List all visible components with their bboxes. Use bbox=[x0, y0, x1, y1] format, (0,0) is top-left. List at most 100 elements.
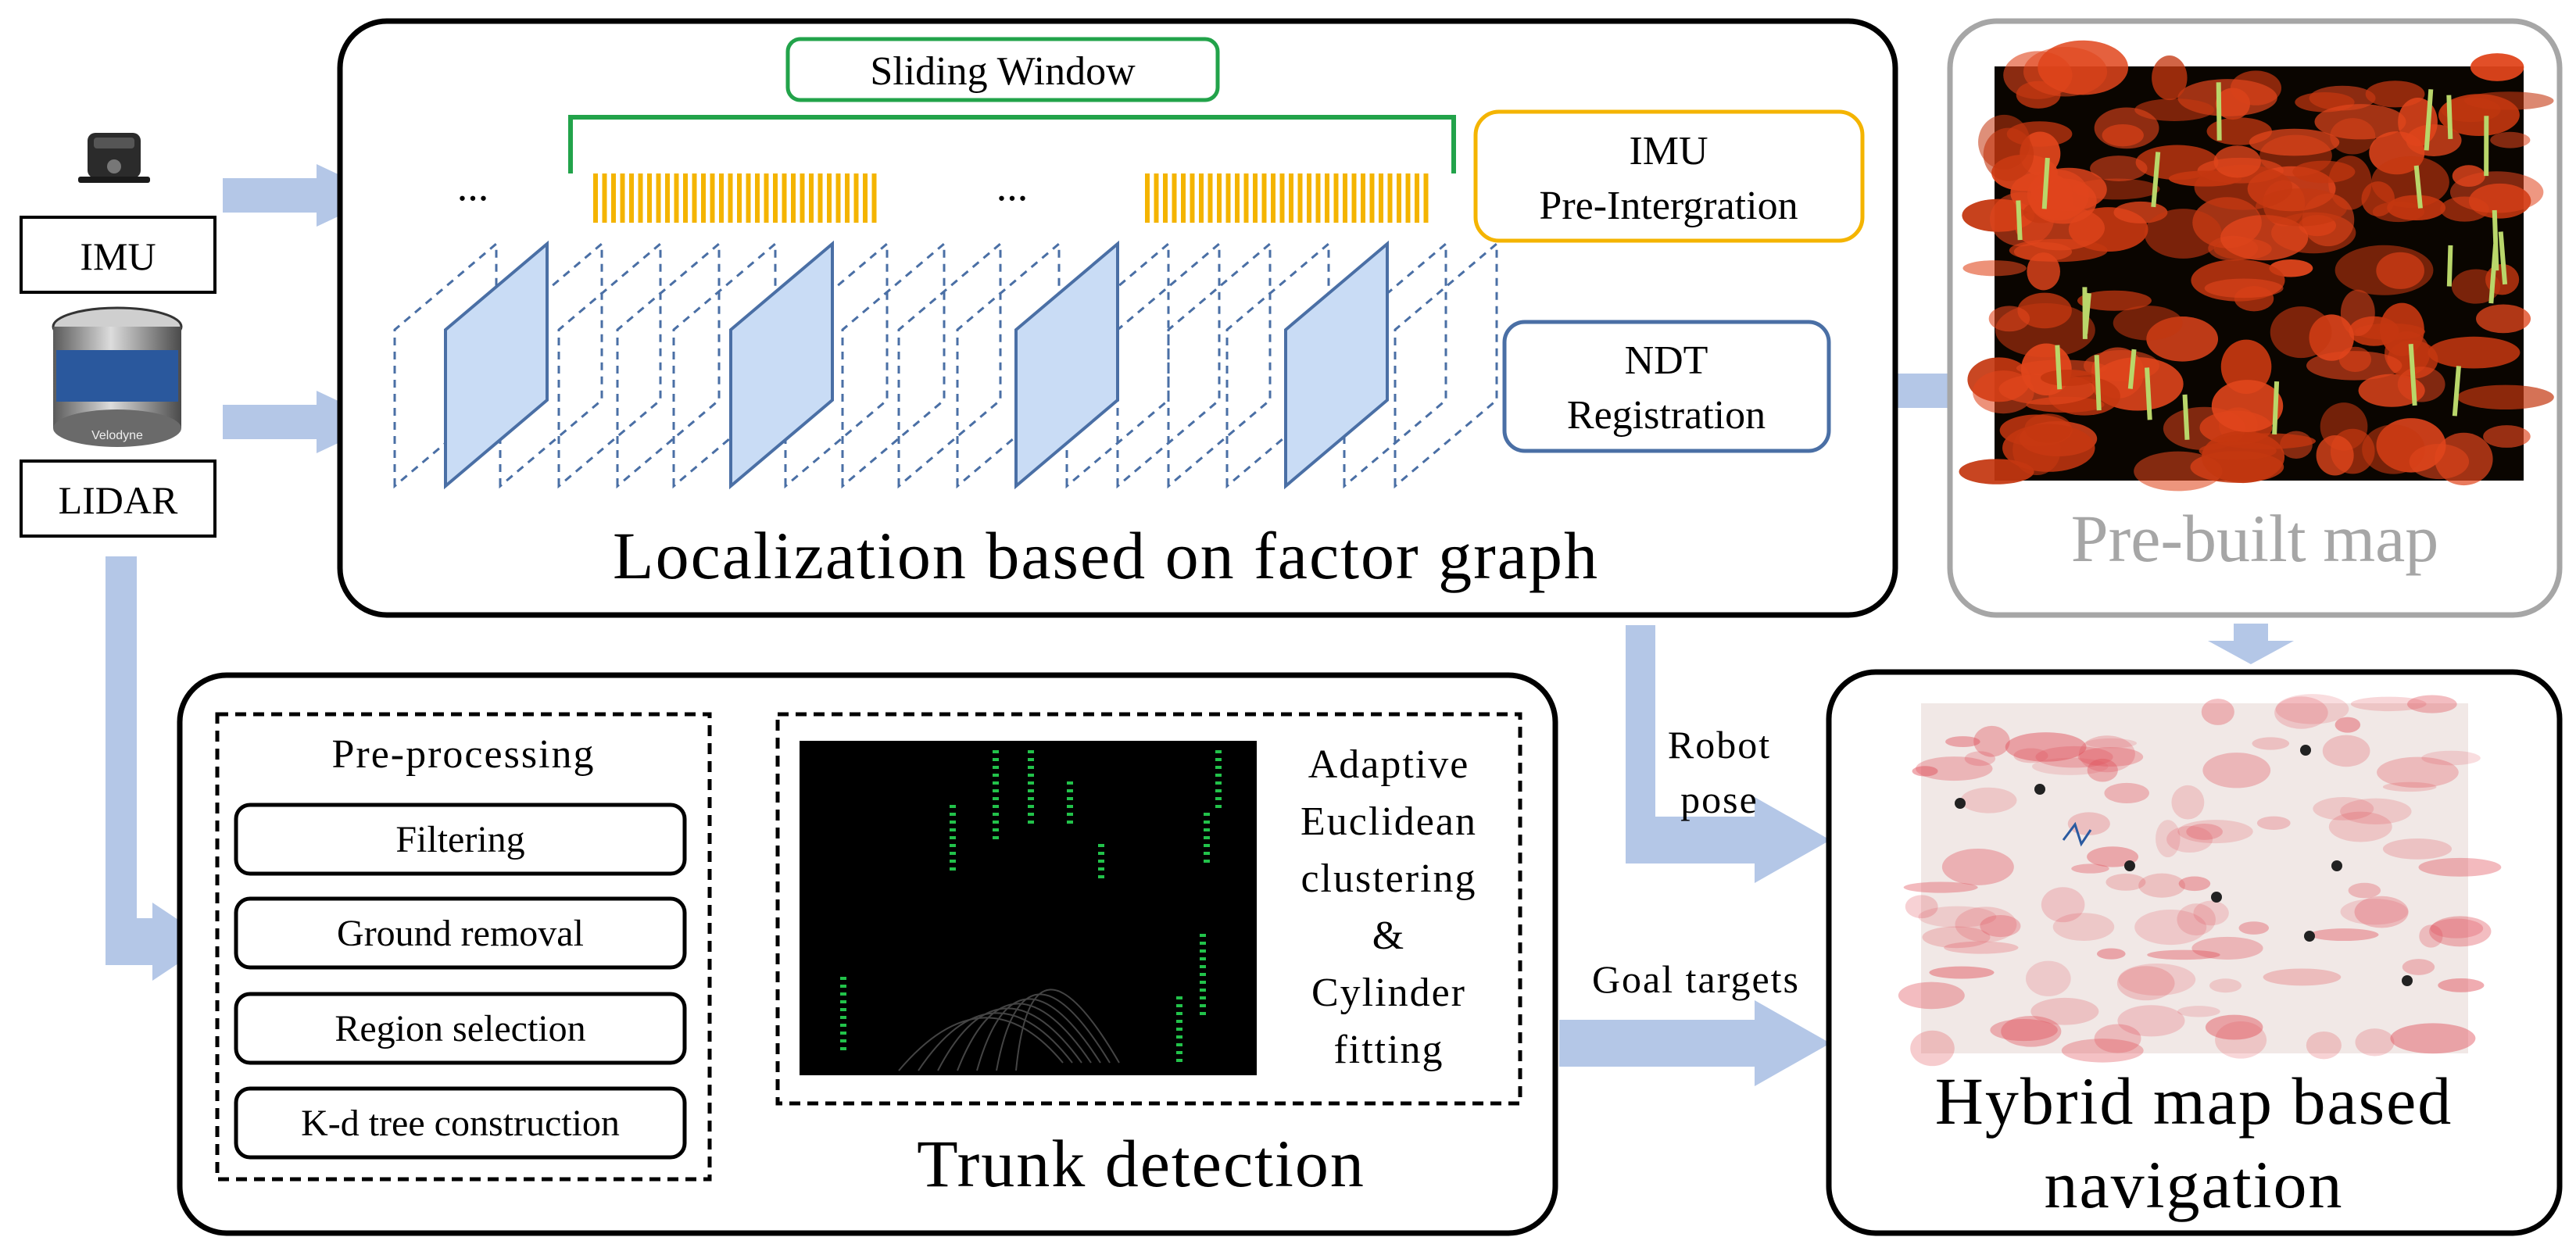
hybrid-foliage bbox=[1945, 736, 1980, 748]
preprocessing-steps: Filtering Ground removal Region selectio… bbox=[234, 803, 687, 1160]
scan-trunk-point bbox=[840, 977, 846, 980]
map-trunk bbox=[2216, 82, 2222, 141]
scan-trunk-point bbox=[993, 774, 999, 777]
map-foliage bbox=[2113, 306, 2183, 341]
hybrid-foliage bbox=[2177, 820, 2253, 844]
hybrid-foliage bbox=[2438, 978, 2485, 992]
preprocessing-title: Pre-processing bbox=[331, 732, 595, 777]
map-trunk bbox=[2424, 89, 2434, 151]
map-foliage bbox=[2077, 290, 2152, 311]
hybrid-foliage bbox=[2001, 1016, 2062, 1047]
map-foliage bbox=[2483, 425, 2531, 448]
map-foliage bbox=[2334, 245, 2434, 295]
scan-trunk-point bbox=[1098, 844, 1104, 847]
scan-trunk-point bbox=[1215, 750, 1222, 753]
dashed-frame bbox=[841, 241, 946, 489]
map-trunk bbox=[2145, 367, 2152, 420]
imu-preintegration-line1: IMU bbox=[1629, 129, 1708, 173]
scan-trunk-point bbox=[1200, 973, 1206, 976]
hybrid-trunk-marker bbox=[2402, 975, 2413, 986]
hybrid-foliage bbox=[2025, 960, 2071, 996]
scan-trunk-point bbox=[993, 789, 999, 792]
hybrid-foliage bbox=[2096, 948, 2126, 960]
imu-preintegration-box bbox=[1473, 109, 1865, 243]
hybrid-foliage bbox=[2071, 863, 2109, 874]
map-trunk bbox=[2446, 95, 2453, 140]
hybrid-foliage bbox=[2067, 812, 2110, 835]
hybrid-foliage bbox=[2191, 936, 2263, 960]
robot-pose-line2: pose bbox=[1680, 778, 1758, 821]
hybrid-foliage bbox=[2138, 873, 2185, 898]
scan-trunk-point bbox=[1204, 844, 1210, 847]
scan-trunk-point bbox=[1204, 821, 1210, 824]
step-kd-tree-box bbox=[234, 1086, 687, 1160]
hybrid-foliage bbox=[2328, 811, 2392, 842]
map-foliage bbox=[2428, 336, 2521, 369]
hybrid-foliage bbox=[2079, 735, 2135, 773]
scan-trunk-point bbox=[1028, 758, 1034, 761]
dashed-frame bbox=[1167, 241, 1272, 489]
map-trunk bbox=[2498, 231, 2508, 285]
dashed-frame bbox=[1394, 241, 1498, 489]
scan-trunk-point bbox=[1200, 934, 1206, 937]
scan-ring bbox=[937, 1007, 1082, 1071]
map-trunk bbox=[2127, 349, 2137, 389]
dashed-frame bbox=[956, 241, 1061, 489]
hybrid-foliage bbox=[2355, 1028, 2395, 1057]
prebuilt-map-image bbox=[1959, 40, 2554, 492]
lidar-sensor-icon: Velodyne bbox=[52, 306, 183, 447]
hybrid-foliage bbox=[2382, 838, 2453, 860]
map-foliage bbox=[1983, 127, 2034, 181]
hybrid-foliage bbox=[2171, 785, 2205, 820]
hybrid-foliage bbox=[2156, 820, 2181, 858]
map-foliage bbox=[2199, 442, 2277, 460]
map-foliage bbox=[2314, 104, 2406, 140]
hybrid-foliage bbox=[2274, 696, 2328, 729]
scan-trunk-point bbox=[1200, 957, 1206, 960]
scan-trunk-point bbox=[1200, 965, 1206, 968]
scan-trunk-point bbox=[950, 844, 956, 847]
hybrid-foliage bbox=[1898, 981, 1965, 1010]
method-line-3: clustering bbox=[1301, 856, 1476, 901]
map-foliage bbox=[2023, 47, 2108, 97]
hybrid-foliage bbox=[2263, 968, 2342, 986]
scan-trunk-point bbox=[1028, 813, 1034, 816]
hybrid-foliage bbox=[2354, 896, 2409, 928]
hybrid-foliage bbox=[2052, 913, 2115, 941]
keyframe-frame bbox=[729, 240, 834, 490]
lidar-label: LIDAR bbox=[59, 478, 178, 522]
scan-trunk-point bbox=[1200, 1012, 1206, 1015]
scan-trunk-point bbox=[1215, 781, 1222, 785]
map-foliage bbox=[2470, 53, 2524, 81]
sliding-window-label-box bbox=[785, 37, 1220, 102]
map-trunk bbox=[2182, 394, 2190, 440]
scan-trunk-point bbox=[1028, 766, 1034, 769]
map-foliage bbox=[2002, 424, 2095, 472]
scan-trunk-point bbox=[1215, 797, 1222, 800]
scan-trunk-point bbox=[950, 828, 956, 831]
scan-trunk-point bbox=[1176, 1051, 1182, 1054]
map-foliage bbox=[2204, 278, 2284, 299]
map-foliage bbox=[2213, 145, 2261, 178]
navigation-title-line2: navigation bbox=[2044, 1147, 2343, 1222]
trunk-method-dashed-box bbox=[775, 712, 1522, 1106]
arrow-lidar-to-preprocessing bbox=[106, 556, 211, 981]
hybrid-foliage bbox=[2005, 732, 2087, 762]
scan-trunk-point bbox=[1200, 981, 1206, 984]
scan-trunk-point bbox=[840, 985, 846, 988]
hybrid-foliage bbox=[2178, 876, 2211, 892]
scan-trunk-point bbox=[840, 992, 846, 996]
scan-trunk-point bbox=[993, 813, 999, 816]
imu-preintegration-line2: Pre-Intergration bbox=[1539, 184, 1798, 228]
scan-trunk-point bbox=[840, 1039, 846, 1042]
hybrid-foliage bbox=[2205, 1014, 2263, 1040]
hybrid-foliage bbox=[2309, 928, 2379, 942]
map-foliage bbox=[2372, 201, 2425, 223]
hybrid-foliage bbox=[2041, 887, 2085, 923]
hybrid-foliage bbox=[2186, 823, 2223, 840]
trunk-method-text: Adaptive Euclidean clustering & Cylinder… bbox=[1301, 742, 1476, 1072]
keyframe-frame bbox=[444, 240, 549, 490]
scan-trunk-point bbox=[1028, 821, 1034, 824]
hybrid-trunk-marker bbox=[1955, 798, 1966, 809]
